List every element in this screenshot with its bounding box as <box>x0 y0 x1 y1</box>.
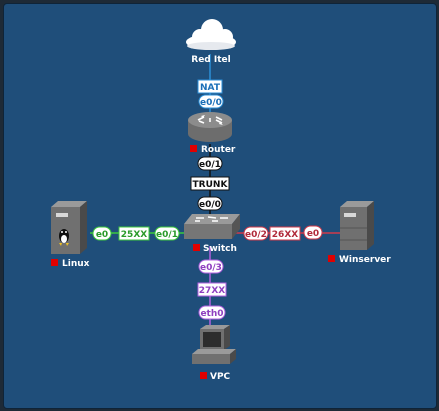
vlan-27xx-text: 27XX <box>199 286 225 296</box>
linux-server-icon <box>51 201 87 254</box>
vlan-25xx-text: 25XX <box>121 230 147 240</box>
switch-node[interactable]: Switch <box>184 214 240 254</box>
server-icon <box>340 201 374 250</box>
router-status-indicator <box>190 145 197 152</box>
switch-icon <box>184 214 240 239</box>
vlan-25xx-label: 25XX <box>118 226 150 241</box>
router-node[interactable]: Router <box>188 112 236 155</box>
router-port-e0-0: e0/0 <box>198 94 224 109</box>
router-port-e0-0-text: e0/0 <box>200 98 222 108</box>
switch-status-indicator <box>193 244 200 251</box>
switch-port-e0-3-text: e0/3 <box>200 263 222 273</box>
linux-label: Linux <box>62 259 90 269</box>
router-port-e0-1-text: e0/1 <box>199 160 221 170</box>
vpc-port-eth0: eth0 <box>198 305 226 320</box>
vlan-26xx-text: 26XX <box>272 230 298 240</box>
vpc-port-eth0-text: eth0 <box>200 309 223 319</box>
winserver-port-e0: e0 <box>303 225 323 240</box>
topology-canvas[interactable]: Red Itel NAT e0/0 Router e0/1 TRUNK e0/0 <box>3 3 437 409</box>
linux-port-e0: e0 <box>92 226 112 241</box>
nat-network-text: NAT <box>200 83 221 93</box>
vlan-27xx-label: 27XX <box>197 282 227 297</box>
vpc-label: VPC <box>210 372 231 382</box>
router-label: Router <box>201 145 236 155</box>
switch-port-e0-2: e0/2 <box>243 226 269 241</box>
network-topology-diagram: Red Itel NAT e0/0 Router e0/1 TRUNK e0/0 <box>51 19 391 382</box>
desktop-pc-icon <box>192 325 236 364</box>
router-icon <box>188 112 232 142</box>
switch-port-e0-1-text: e0/1 <box>156 230 178 240</box>
switch-port-e0-3: e0/3 <box>198 259 224 274</box>
vlan-26xx-label: 26XX <box>269 226 301 241</box>
winserver-port-e0-text: e0 <box>307 229 319 239</box>
switch-port-e0-0: e0/0 <box>197 196 223 211</box>
trunk-network-text: TRUNK <box>193 180 229 190</box>
cloud-node[interactable]: Red Itel <box>186 19 236 65</box>
winserver-label: Winserver <box>339 255 391 265</box>
trunk-network-label: TRUNK <box>190 176 230 191</box>
cloud-label: Red Itel <box>191 55 230 65</box>
linux-port-e0-text: e0 <box>96 230 108 240</box>
linux-status-indicator <box>51 259 58 266</box>
switch-port-e0-1: e0/1 <box>154 226 180 241</box>
winserver-node[interactable]: Winserver <box>328 201 391 265</box>
nat-network-label: NAT <box>197 79 223 94</box>
switch-port-e0-2-text: e0/2 <box>245 230 267 240</box>
vpc-status-indicator <box>200 372 207 379</box>
switch-label: Switch <box>203 244 237 254</box>
vpc-node[interactable]: VPC <box>192 325 236 382</box>
winserver-status-indicator <box>328 255 335 262</box>
switch-port-e0-0-text: e0/0 <box>199 200 221 210</box>
cloud-icon <box>186 19 236 50</box>
linux-node[interactable]: Linux <box>51 201 90 269</box>
router-port-e0-1: e0/1 <box>197 156 223 171</box>
